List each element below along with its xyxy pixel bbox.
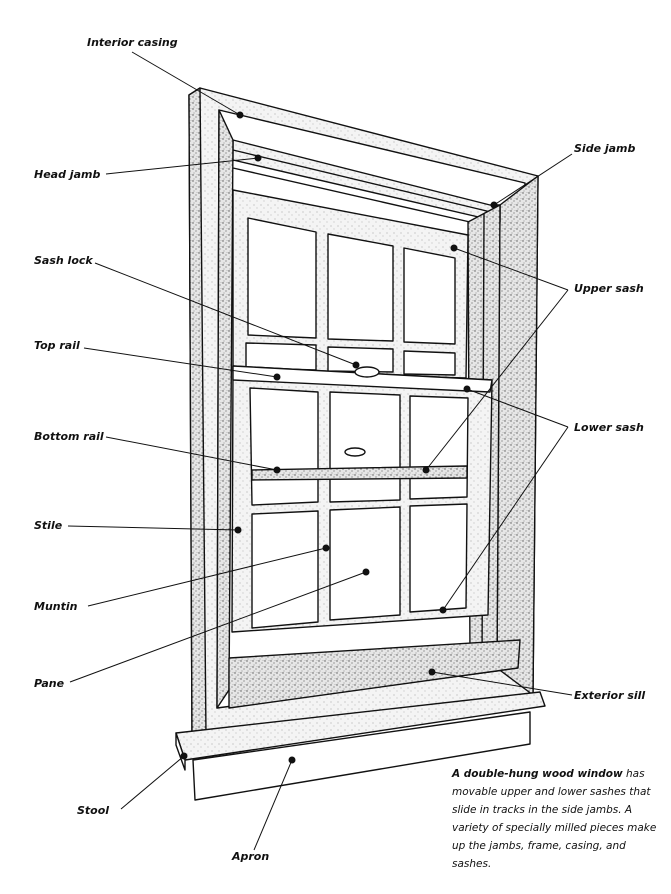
label-bottom-rail: Bottom rail xyxy=(34,430,104,443)
leader-apron xyxy=(253,759,293,851)
label-exterior-sill: Exterior sill xyxy=(574,689,645,702)
lower-pane-3 xyxy=(409,395,469,500)
leader-upper-sash-1 xyxy=(453,247,569,291)
apron xyxy=(192,711,531,801)
lower-pane-6 xyxy=(409,503,468,613)
upper-pane-2 xyxy=(327,233,394,342)
label-sash-lock: Sash lock xyxy=(34,254,93,267)
label-pane: Pane xyxy=(34,677,65,690)
label-upper-sash: Upper sash xyxy=(574,282,644,295)
label-head-jamb: Head jamb xyxy=(34,168,100,181)
label-top-rail: Top rail xyxy=(34,339,80,352)
leader-lower-sash-2 xyxy=(442,426,569,611)
leader-upper-sash-2 xyxy=(425,289,569,471)
leader-top-rail xyxy=(83,347,278,378)
label-side-jamb: Side jamb xyxy=(574,142,636,155)
leader-stool xyxy=(120,755,185,810)
leader-head-jamb xyxy=(105,157,259,175)
leader-muntin xyxy=(87,547,327,607)
leader-bottom-rail xyxy=(105,436,278,471)
lower-pane-1 xyxy=(249,387,319,506)
upper-pane-3 xyxy=(403,247,456,345)
right-casing xyxy=(496,175,539,696)
leader-exterior-sill xyxy=(431,671,573,696)
label-stile: Stile xyxy=(34,519,63,532)
leader-lower-sash-1 xyxy=(466,388,569,428)
leader-stile xyxy=(67,525,239,531)
caption: A double-hung wood window has movable up… xyxy=(452,765,664,873)
upper-pane-1 xyxy=(247,217,317,339)
caption-text: has movable upper and lower sashes that … xyxy=(452,768,657,870)
lower-pane-4 xyxy=(251,510,319,629)
top-rail xyxy=(232,365,493,393)
label-apron: Apron xyxy=(231,850,269,863)
leader-pane xyxy=(69,571,367,683)
label-interior-casing: Interior casing xyxy=(87,36,178,49)
leader-sash-lock xyxy=(94,262,357,366)
label-lower-sash: Lower sash xyxy=(574,421,644,434)
caption-bold: A double-hung wood window xyxy=(452,768,623,780)
label-muntin: Muntin xyxy=(34,600,78,613)
sash-lock xyxy=(354,366,380,378)
leader-side-jamb xyxy=(493,153,573,206)
lower-pane-5 xyxy=(329,506,401,621)
exterior-sill xyxy=(228,639,521,709)
leader-lines xyxy=(67,51,573,851)
lower-pane-2 xyxy=(329,391,401,503)
label-stool: Stool xyxy=(77,804,109,817)
labels: Interior casing Head jamb Sash lock Top … xyxy=(34,36,645,863)
leader-interior-casing xyxy=(131,51,241,116)
window-illustration xyxy=(175,87,546,801)
